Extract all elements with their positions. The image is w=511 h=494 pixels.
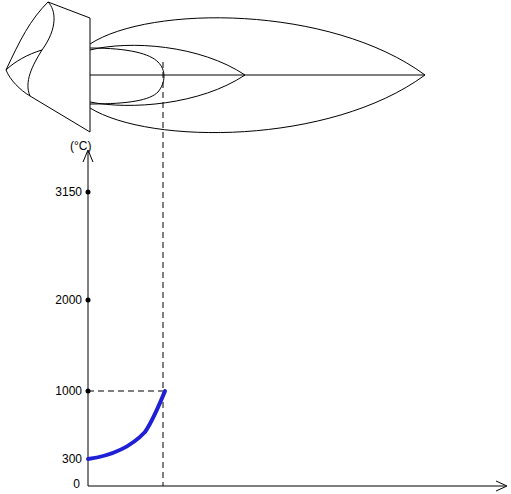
tick-dot bbox=[86, 298, 91, 303]
nozzle-rim-edge bbox=[6, 50, 42, 70]
outer-flame bbox=[90, 18, 425, 133]
tick-value: 0 bbox=[73, 477, 80, 491]
temperature-curve bbox=[88, 391, 165, 459]
x-axis-arrow bbox=[496, 481, 507, 491]
tick-value: 3150 bbox=[55, 185, 82, 199]
tick-dot bbox=[86, 389, 91, 394]
x-axis bbox=[88, 486, 505, 487]
guide-line bbox=[163, 62, 164, 486]
flame-axis bbox=[90, 75, 425, 76]
tick-value: 2000 bbox=[55, 293, 82, 307]
inner-cone bbox=[90, 48, 164, 104]
tick-dot bbox=[86, 190, 91, 195]
nozzle-rim bbox=[28, 2, 54, 96]
nozzle-body bbox=[6, 2, 90, 132]
tick-value: 1000 bbox=[55, 384, 82, 398]
y-axis bbox=[88, 152, 89, 486]
guide-line bbox=[88, 391, 163, 392]
tick-value: 300 bbox=[62, 452, 82, 466]
axis-unit: (°C) bbox=[70, 139, 91, 153]
